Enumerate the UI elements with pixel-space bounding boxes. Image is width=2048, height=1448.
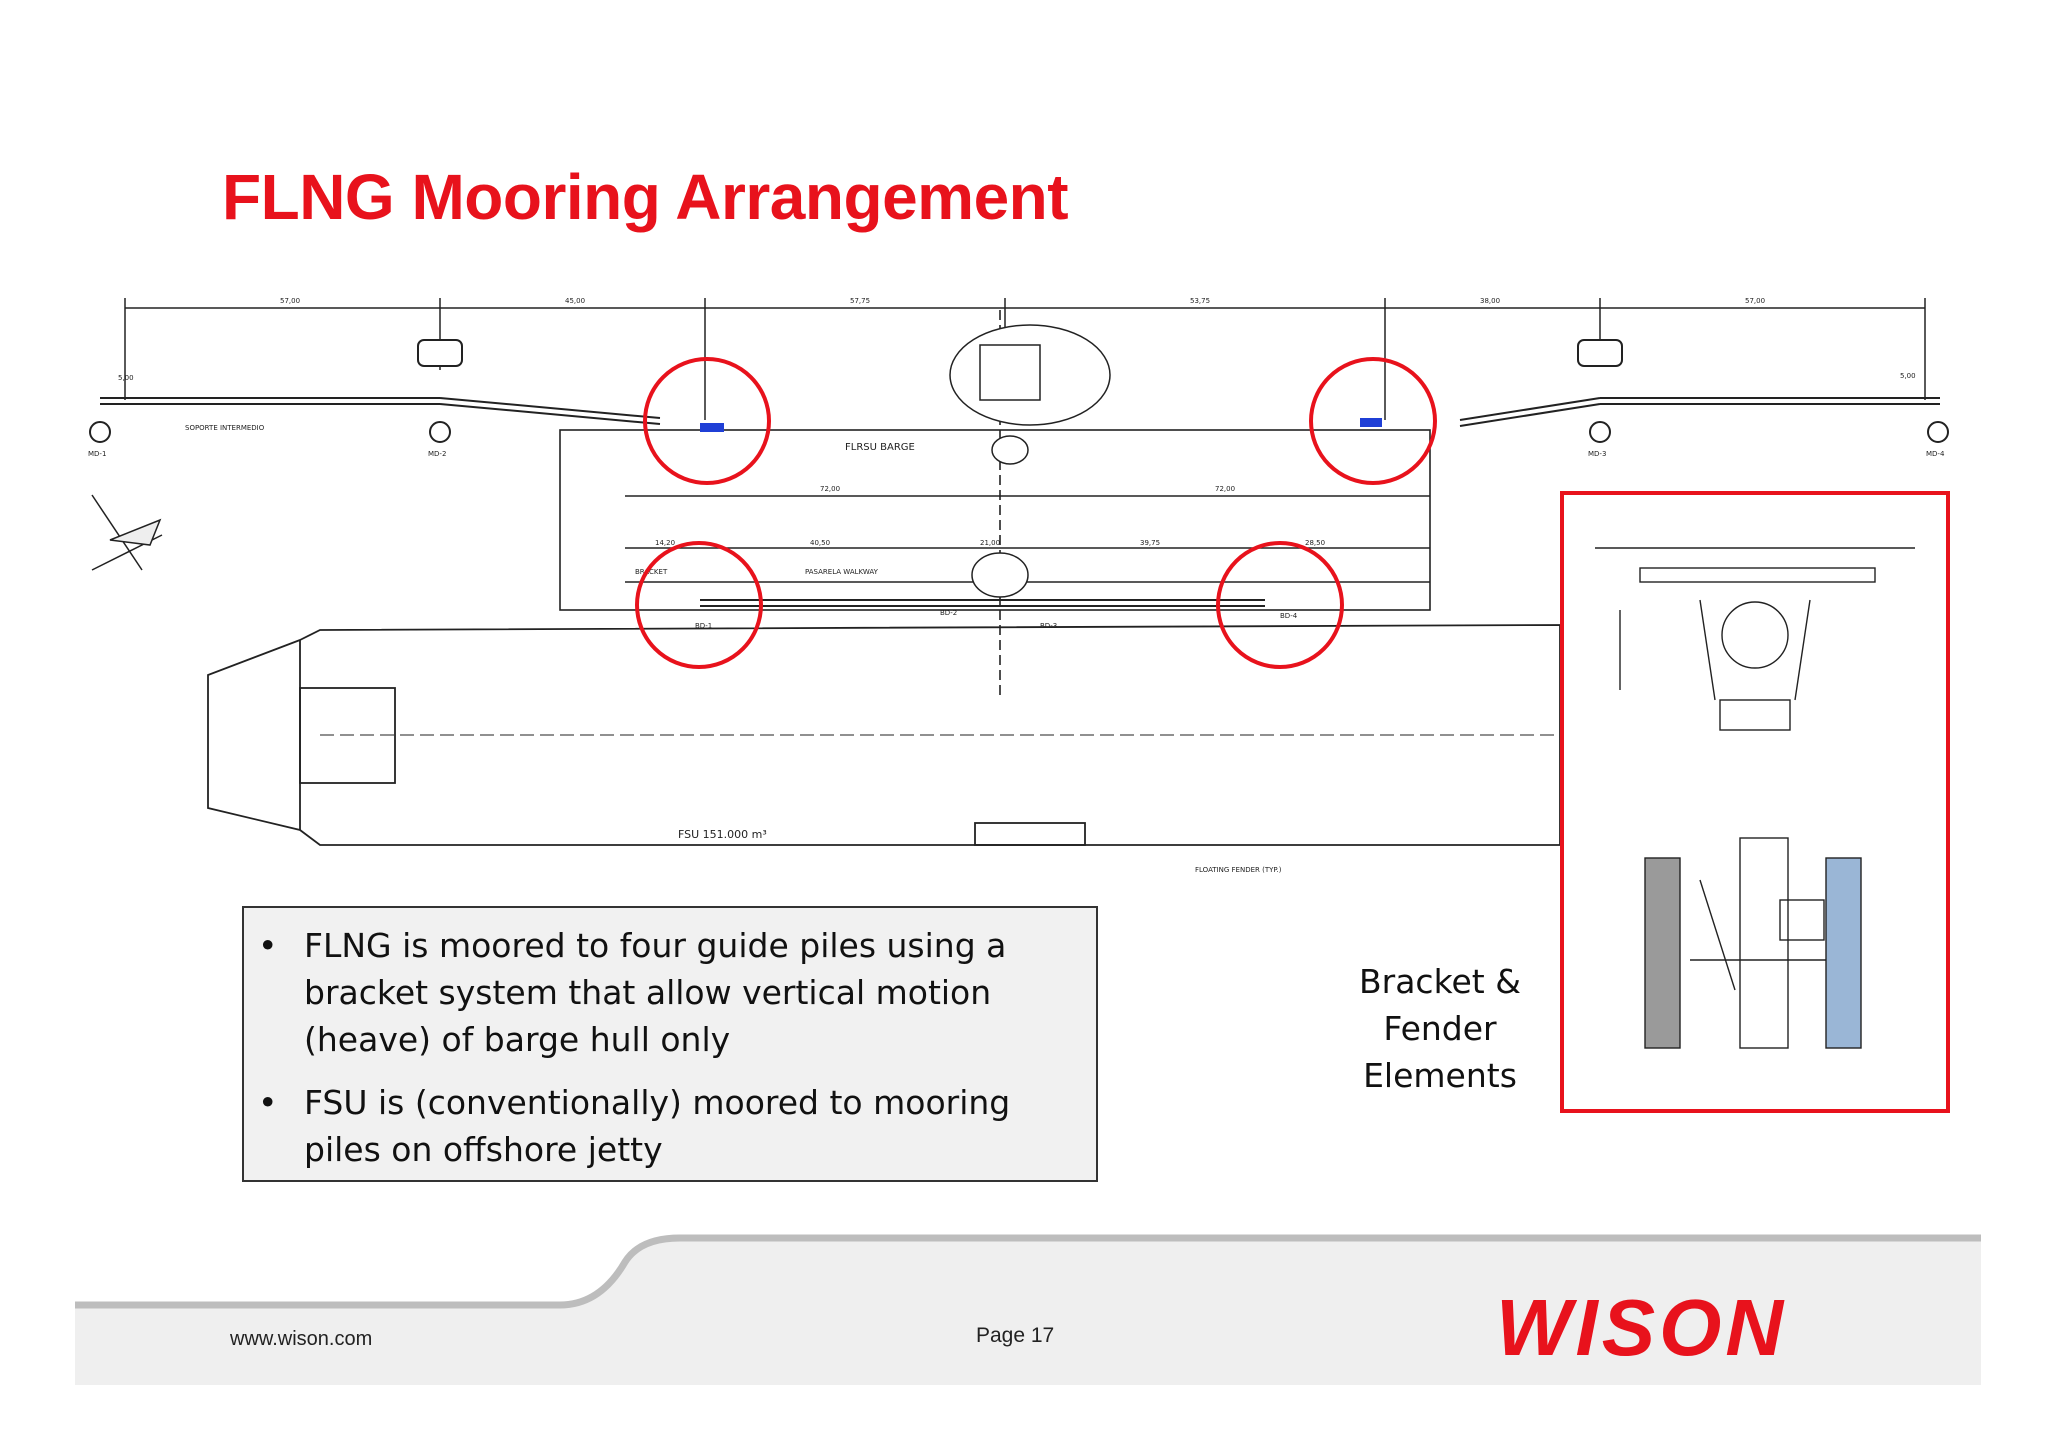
lower-walkway (700, 599, 1265, 607)
dim-label: 21,00 (980, 539, 1000, 547)
bracket-marks (700, 418, 1382, 432)
guide-pile-highlights (635, 357, 1437, 669)
dim-label: 45,00 (565, 297, 585, 305)
bracket-detail-inset (1560, 491, 1950, 1113)
dim-label: 5,00 (118, 374, 134, 382)
wison-logo: WISON (1496, 1283, 1788, 1372)
pile-tag: MD-1 (88, 450, 106, 458)
dim-label: 28,50 (1305, 539, 1325, 547)
bd-tag: BD-1 (695, 622, 712, 630)
drawing-note: BRACKET (635, 568, 668, 576)
bullet-list: FLNG is moored to four guide piles using… (258, 922, 1076, 1173)
drawing-note: FLOATING FENDER (TYP.) (1195, 866, 1282, 874)
drawing-note: PASARELA WALKWAY (805, 568, 879, 576)
north-arrow (91, 494, 163, 571)
fsu-label: FSU 151.000 m³ (678, 828, 767, 841)
dim-label: 72,00 (1215, 485, 1235, 493)
bd-tag: BD-3 (1040, 622, 1057, 630)
dim-label: 57,75 (850, 297, 870, 305)
bd-tag: BD-2 (940, 609, 957, 617)
dim-label: 72,00 (820, 485, 840, 493)
walkway-lines (100, 397, 1940, 427)
page-number: Page 17 (976, 1324, 1055, 1347)
dim-label: 53,75 (1190, 297, 1210, 305)
barge-label: FLRSU BARGE (845, 442, 915, 453)
detail-caption: Bracket & Fender Elements (1359, 962, 1521, 1095)
dim-label: 57,00 (1745, 297, 1765, 305)
slide-title: FLNG Mooring Arrangement (222, 161, 1069, 233)
dim-label: 57,00 (280, 297, 300, 305)
revision-clouds (949, 324, 1111, 598)
pile-tag: MD-3 (1588, 450, 1606, 458)
bd-tag: BD-4 (1280, 612, 1298, 620)
mooring-dolphins (89, 339, 1949, 443)
detail-elevation-view (1644, 837, 1862, 1049)
bullet-item: FSU is (conventionally) moored to moorin… (258, 1079, 1076, 1173)
detail-plan-view (1595, 547, 1915, 731)
pile-tag: MD-2 (428, 450, 446, 458)
bullet-item: FLNG is moored to four guide piles using… (258, 922, 1076, 1063)
footer-band (75, 1234, 1981, 1385)
dim-label: 40,50 (810, 539, 830, 547)
drawing-note: SOPORTE INTERMEDIO (185, 424, 265, 432)
dim-label: 14,20 (655, 539, 675, 547)
dim-label: 39,75 (1140, 539, 1160, 547)
pile-tag: MD-4 (1926, 450, 1945, 458)
bullet-box: FLNG is moored to four guide piles using… (242, 906, 1098, 1182)
dim-label: 38,00 (1480, 297, 1500, 305)
footer-url[interactable]: www.wison.com (230, 1328, 373, 1350)
fsu-hull (207, 624, 1561, 846)
dim-label: 5,00 (1900, 372, 1916, 380)
